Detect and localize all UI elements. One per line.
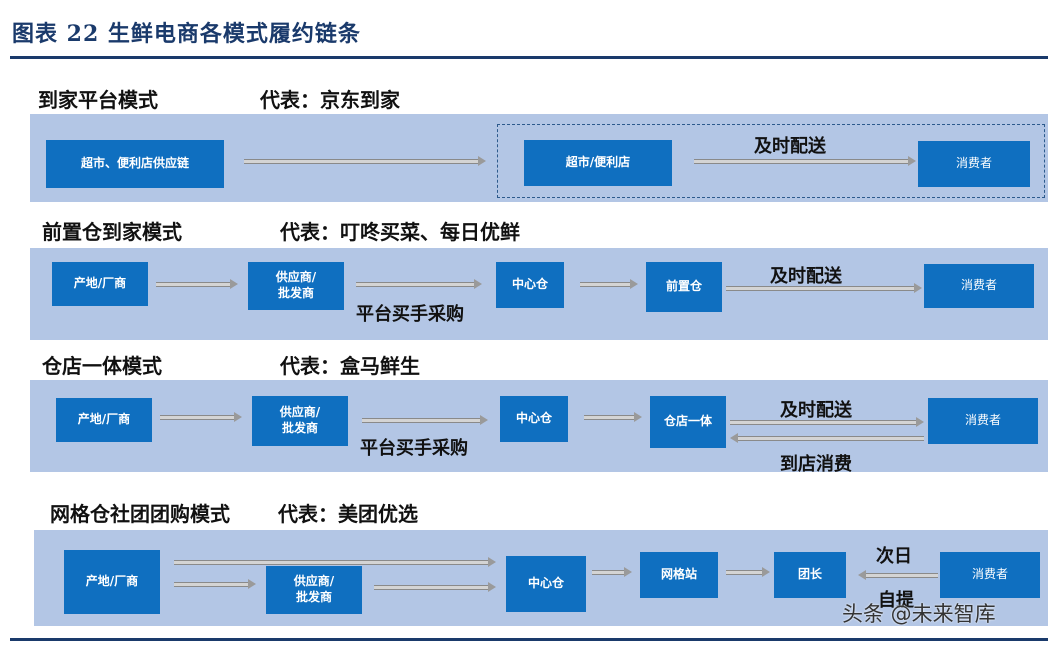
- section-4-title: 网格仓社团团购模式 代表：美团优选: [50, 498, 418, 527]
- arrow-delivery: [730, 417, 924, 427]
- node-consumer: 消费者: [928, 398, 1038, 444]
- node-group-leader: 团长: [774, 552, 846, 598]
- arrow-in-store: [730, 433, 924, 443]
- node-consumer: 消费者: [924, 264, 1034, 308]
- node-central-warehouse: 中心仓: [496, 262, 564, 308]
- arrow-connector: [156, 279, 238, 289]
- label-instant-delivery: 及时配送: [754, 136, 826, 157]
- arrow-connector: [374, 582, 496, 592]
- node-supplier: 供应商/ 批发商: [252, 396, 348, 446]
- figure-title: 图表 22 生鲜电商各模式履约链条: [12, 21, 361, 47]
- platform-dashed-box: [497, 124, 1045, 198]
- section-title-text: 仓店一体模式: [42, 354, 162, 378]
- node-supermarket-supply-chain: 超市、便利店供应链: [46, 140, 224, 188]
- arrow-connector: [174, 579, 256, 589]
- node-central-warehouse: 中心仓: [506, 556, 586, 612]
- label-instant-delivery: 及时配送: [780, 400, 852, 421]
- node-producer: 产地/厂商: [64, 550, 160, 614]
- node-grid-station: 网格站: [640, 552, 718, 598]
- arrow-connector: [356, 279, 482, 289]
- node-supermarket-store: 超市/便利店: [524, 140, 672, 186]
- label-buyer-procurement: 平台买手采购: [360, 438, 468, 459]
- watermark: 头条 @未来智库: [842, 602, 996, 626]
- arrow-pickup: [858, 570, 938, 580]
- arrow-direct-to-central: [174, 557, 496, 567]
- section-title-text: 网格仓社团团购模式: [50, 502, 230, 526]
- label-self-pickup: 自提: [878, 590, 914, 611]
- section-title-text: 到家平台模式: [38, 88, 158, 112]
- section-title-text: 前置仓到家模式: [42, 220, 182, 244]
- label-in-store-consumption: 到店消费: [780, 454, 852, 475]
- node-consumer: 消费者: [940, 552, 1040, 598]
- arrow-connector: [592, 567, 632, 577]
- arrow-connector: [160, 412, 242, 422]
- arrow-connector: [726, 567, 770, 577]
- node-warehouse-store: 仓店一体: [650, 396, 726, 448]
- arrow-connector: [244, 156, 486, 166]
- arrow-connector: [694, 156, 916, 166]
- node-front-warehouse: 前置仓: [646, 262, 722, 312]
- label-next-day: 次日: [876, 546, 912, 567]
- section-representative: 代表：盒马鲜生: [280, 354, 420, 378]
- section-representative: 代表：京东到家: [260, 88, 400, 112]
- section-representative: 代表：叮咚买菜、每日优鲜: [280, 220, 520, 244]
- node-consumer: 消费者: [918, 141, 1030, 187]
- label-buyer-procurement: 平台买手采购: [356, 304, 464, 325]
- top-divider: [10, 56, 1048, 59]
- node-supplier: 供应商/ 批发商: [248, 262, 344, 310]
- node-producer: 产地/厂商: [56, 398, 152, 442]
- section-2-title: 前置仓到家模式 代表：叮咚买菜、每日优鲜: [42, 216, 520, 245]
- section-representative: 代表：美团优选: [278, 502, 418, 526]
- node-supplier: 供应商/ 批发商: [266, 566, 362, 614]
- label-instant-delivery: 及时配送: [770, 266, 842, 287]
- arrow-connector: [584, 412, 642, 422]
- arrow-connector: [726, 283, 922, 293]
- node-central-warehouse: 中心仓: [500, 396, 568, 442]
- section-1-title: 到家平台模式 代表：京东到家: [38, 84, 400, 113]
- bottom-divider: [10, 638, 1048, 641]
- arrow-connector: [362, 415, 488, 425]
- node-producer: 产地/厂商: [52, 262, 148, 306]
- section-3-title: 仓店一体模式 代表：盒马鲜生: [42, 350, 420, 379]
- arrow-connector: [580, 279, 638, 289]
